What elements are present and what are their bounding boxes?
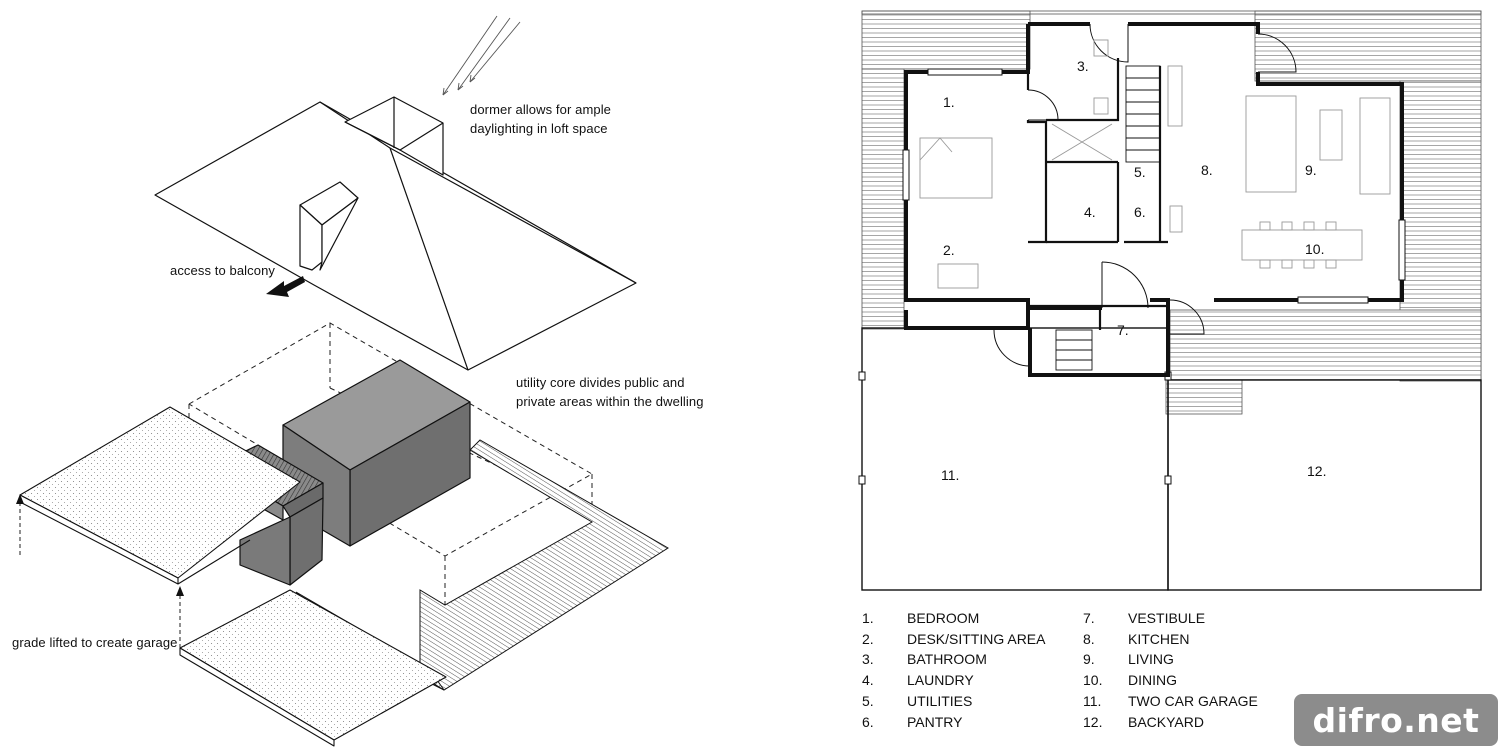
room-number: 8. — [1201, 162, 1213, 178]
furniture — [919, 39, 1391, 289]
room-number: 7. — [1117, 322, 1129, 338]
legend-item: 3.BATHROOM — [862, 651, 987, 668]
windows — [902, 68, 1406, 304]
room-number: 6. — [1134, 204, 1146, 220]
room-number: 1. — [943, 94, 955, 110]
lift-arrow-head-icon — [16, 494, 24, 504]
room-number: 11. — [941, 467, 960, 483]
legend-item: 5.UTILITIES — [862, 692, 973, 709]
lift-arrows — [19, 500, 181, 648]
legend-right: 7.VESTIBULE 8.KITCHEN 9.LIVING 10.DINING… — [1083, 608, 1258, 732]
legend-item: 11.TWO CAR GARAGE — [1083, 692, 1258, 709]
legend-item: 8.KITCHEN — [1083, 630, 1190, 647]
room-number: 10. — [1305, 241, 1325, 257]
room-number: 4. — [1084, 204, 1096, 220]
lift-arrow-head-icon — [176, 586, 184, 596]
watermark: difro.net — [1294, 694, 1498, 746]
annotation-dormer: dormer allows for ample daylighting in l… — [470, 102, 612, 136]
door-swings — [993, 23, 1297, 367]
room-number: 5. — [1134, 164, 1146, 180]
roof — [154, 96, 637, 371]
annotation-grade: grade lifted to create garage — [12, 635, 178, 650]
legend-left: 1.BEDROOM 2.DESK/SITTING AREA 3.BATHROOM… — [862, 608, 1045, 732]
legend-item: 9.LIVING — [1083, 651, 1174, 668]
legend-item: 12.BACKYARD — [1083, 713, 1204, 730]
legend-item: 6.PANTRY — [862, 713, 963, 730]
legend-item: 2.DESK/SITTING AREA — [862, 630, 1046, 647]
legend-item: 1.BEDROOM — [862, 610, 980, 626]
annotation-core: utility core divides public and private … — [516, 375, 704, 409]
legend-item: 4.LAUNDRY — [862, 672, 974, 689]
floor-plan — [858, 10, 1482, 591]
sun-ray-arrows — [442, 15, 521, 96]
room-number: 12. — [1307, 463, 1327, 479]
room-number: 3. — [1077, 58, 1089, 74]
deck-hatching — [861, 10, 1482, 415]
stairs — [1055, 65, 1161, 371]
balcony-arrow-icon — [266, 276, 305, 297]
isometric-diagram — [16, 15, 669, 747]
room-number: 9. — [1305, 162, 1317, 178]
garage-door-marks — [858, 371, 1172, 485]
legend-item: 10.DINING — [1083, 672, 1177, 689]
deck-left-lower — [179, 589, 447, 747]
annotation-balcony: access to balcony — [170, 263, 276, 278]
room-number: 2. — [943, 242, 955, 258]
legend-item: 7.VESTIBULE — [1083, 610, 1206, 626]
